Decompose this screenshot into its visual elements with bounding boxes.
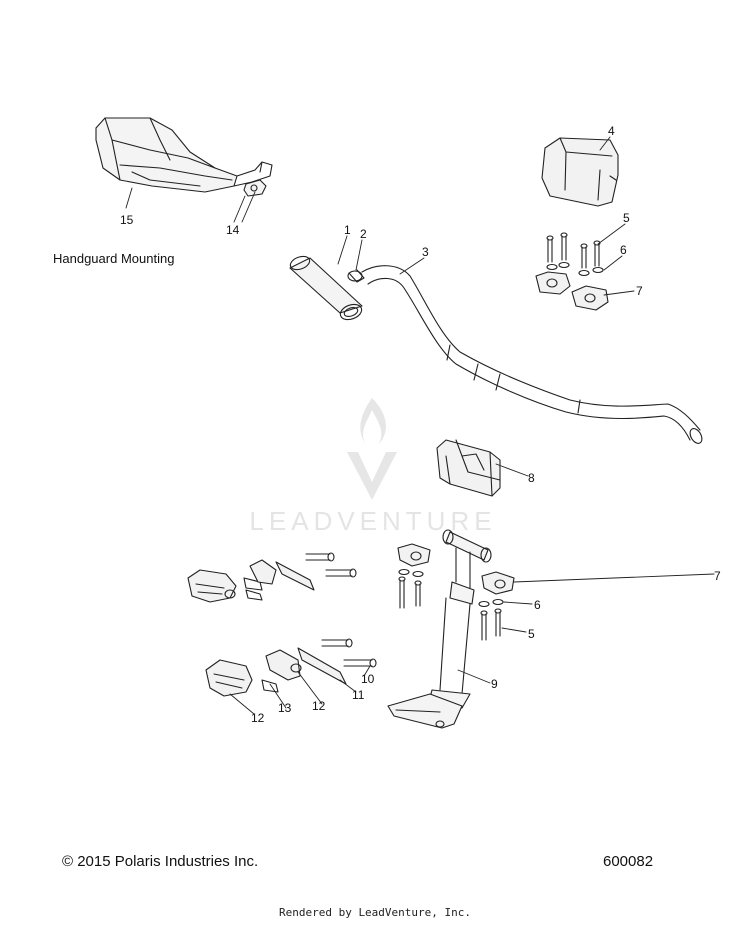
document-number: 600082 <box>603 853 654 870</box>
rendered-by-footer: Rendered by LeadVenture, Inc. <box>278 906 472 919</box>
callout-2: 2 <box>360 227 367 241</box>
callout-5: 5 <box>623 211 630 225</box>
callout-9: 9 <box>491 677 498 691</box>
watermark-text: LEADVENTURE <box>249 506 496 536</box>
callout-8: 8 <box>528 471 535 485</box>
callout-12: 12 <box>312 699 326 713</box>
callout-6-lower: 6 <box>534 598 541 612</box>
callout-15: 15 <box>120 213 134 227</box>
pad-part <box>436 439 501 497</box>
callout-6: 6 <box>620 243 627 257</box>
spacer-part <box>347 269 365 283</box>
clamp-part <box>243 179 267 197</box>
callout-4: 4 <box>608 124 615 138</box>
left-mount-upper <box>187 552 357 603</box>
callout-7: 7 <box>636 284 643 298</box>
handlebar-part <box>361 265 703 444</box>
callout-7-lower: 7 <box>714 569 721 583</box>
lower-hardware <box>397 543 515 641</box>
cover-part <box>541 137 619 207</box>
section-label: Handguard Mounting <box>53 251 175 266</box>
leader-lines <box>125 136 715 715</box>
callout-5-lower: 5 <box>528 627 535 641</box>
callout-12-left: 12 <box>251 711 265 725</box>
left-mount-lower <box>205 638 377 697</box>
callout-10: 10 <box>361 672 375 686</box>
grip-part <box>289 255 363 321</box>
handguard-part <box>95 117 273 193</box>
callout-labels: 1 2 3 4 5 6 7 8 9 10 11 12 13 14 15 7 6 … <box>120 124 721 725</box>
steering-post-part <box>387 529 492 729</box>
callout-13: 13 <box>278 701 292 715</box>
callout-1: 1 <box>344 223 351 237</box>
copyright-text: © 2015 Polaris Industries Inc. <box>62 853 259 870</box>
watermark-logo <box>347 398 397 500</box>
callout-3: 3 <box>422 245 429 259</box>
upper-hardware <box>535 232 609 311</box>
callout-11: 11 <box>352 688 365 702</box>
callout-14: 14 <box>226 223 240 237</box>
